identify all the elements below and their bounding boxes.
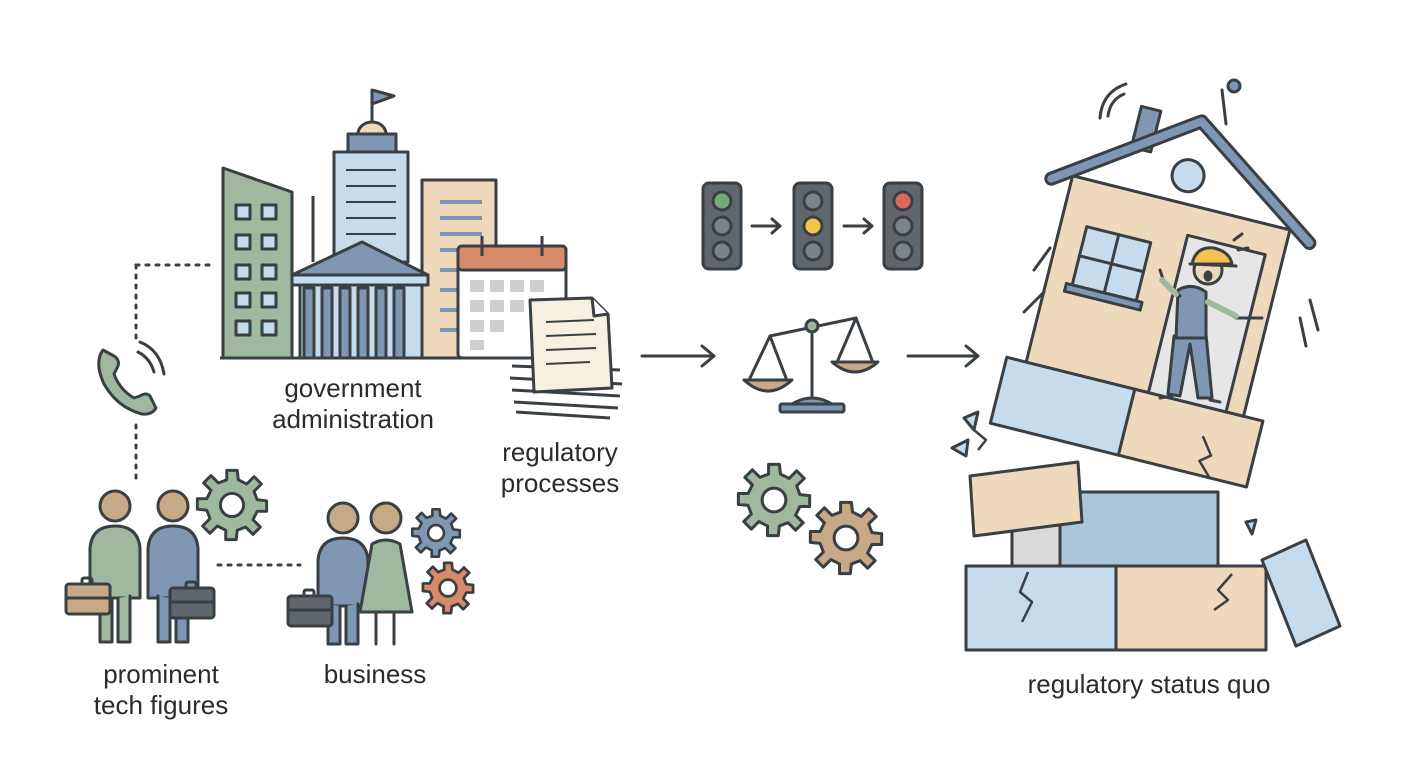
gear-icon-bronze-middle	[808, 500, 884, 576]
tilted-house-icon	[988, 78, 1320, 489]
traffic-light-green-icon	[701, 181, 743, 271]
arrow-to-status-quo	[906, 344, 980, 368]
label-government-administration: government administration	[272, 373, 434, 434]
connector-dotted-top	[134, 263, 214, 482]
gear-icon-green-middle	[736, 462, 812, 538]
balance-scale-icon	[742, 316, 880, 414]
arrow-traffic-2	[842, 217, 874, 235]
government-buildings-icon	[220, 88, 498, 360]
label-regulatory-processes: regulatory processes	[500, 437, 620, 498]
business-people-icon	[286, 501, 475, 646]
traffic-light-red-icon	[882, 181, 924, 271]
arrow-traffic-1	[750, 217, 782, 235]
crumbling-blocks-icon	[950, 410, 1342, 652]
traffic-light-yellow-icon	[792, 181, 834, 271]
worker-figure-icon	[1158, 232, 1264, 404]
arrow-to-decision	[640, 344, 716, 368]
label-business: business	[323, 659, 427, 689]
document-stack-icon	[509, 296, 623, 420]
label-regulatory-status-quo: regulatory status quo	[1027, 669, 1271, 699]
tech-figures-icon	[64, 468, 269, 644]
label-prominent-tech-figures: prominent tech figures	[93, 659, 229, 720]
phone-icon	[97, 340, 166, 416]
